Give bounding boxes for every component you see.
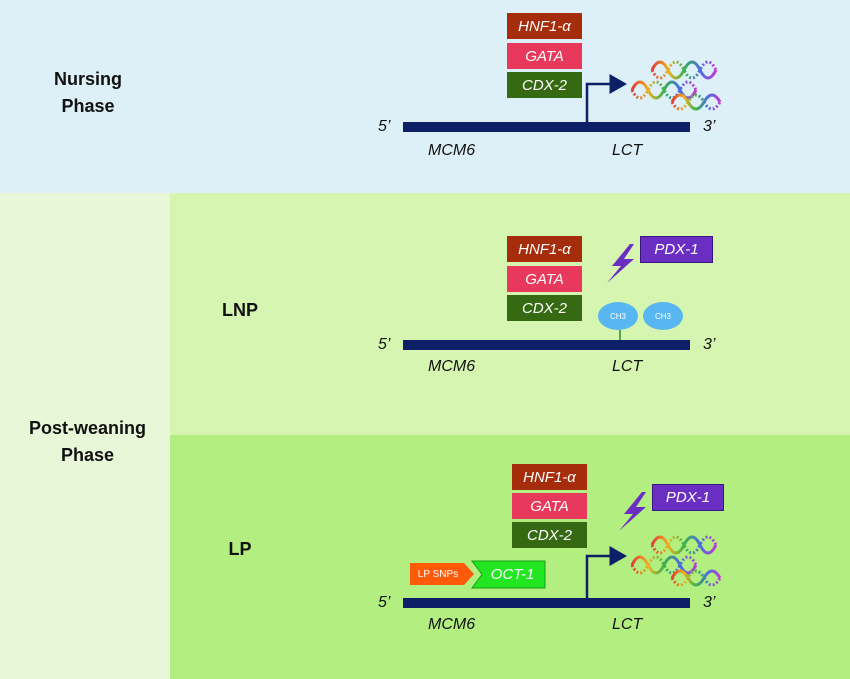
postweaning-phase-label: Post-weaning Phase	[28, 418, 146, 465]
mcm6-label: MCM6	[428, 616, 476, 633]
lp-panel	[170, 435, 850, 679]
pdx1-box: PDX-1	[640, 236, 713, 263]
oct1-label: OCT-1	[490, 566, 535, 583]
cdx2-box: CDX-2	[507, 72, 582, 98]
dna-strand	[403, 122, 690, 132]
mrna-icon	[630, 535, 722, 587]
three-prime-label: 3’	[703, 336, 716, 353]
five-prime-label: 5’	[378, 336, 391, 353]
lct-label: LCT	[612, 616, 643, 633]
mrna-icon	[630, 60, 722, 111]
five-prime-label: 5’	[378, 594, 391, 611]
pdx1-box: PDX-1	[652, 484, 724, 511]
gata-box: GATA	[507, 43, 582, 69]
lp-snps-label: LP SNPs	[417, 568, 459, 580]
hnf1a-box: HNF1-α	[507, 13, 582, 39]
dna-strand	[403, 340, 690, 350]
mcm6-label: MCM6	[428, 358, 476, 375]
cdx2-box: CDX-2	[507, 295, 582, 321]
three-prime-label: 3’	[703, 594, 716, 611]
ch3-methyl-group: CH3	[598, 302, 638, 330]
lnp-label: LNP	[222, 300, 258, 320]
five-prime-label: 5’	[378, 118, 391, 135]
hnf1a-box: HNF1-α	[512, 464, 587, 490]
transcription-arrow-icon	[585, 546, 627, 598]
lp-label: LP	[228, 539, 252, 559]
oct1-box	[471, 560, 546, 589]
lct-label: LCT	[612, 142, 643, 159]
transcription-arrow-icon	[585, 74, 627, 122]
lightning-icon	[619, 492, 646, 531]
lp-snps-tag	[410, 563, 474, 585]
ch3-methyl-group: CH3	[643, 302, 683, 330]
three-prime-label: 3’	[703, 118, 716, 135]
cdx2-box: CDX-2	[512, 522, 587, 548]
gata-box: GATA	[512, 493, 587, 519]
postweaning-label-panel	[0, 193, 170, 679]
hnf1a-box: HNF1-α	[507, 236, 582, 262]
lct-label: LCT	[612, 358, 643, 375]
mcm6-label: MCM6	[428, 142, 476, 159]
nursing-phase-label: Nursing Phase	[53, 69, 122, 116]
gata-box: GATA	[507, 266, 582, 292]
lightning-icon	[607, 244, 634, 283]
dna-strand	[403, 598, 690, 608]
